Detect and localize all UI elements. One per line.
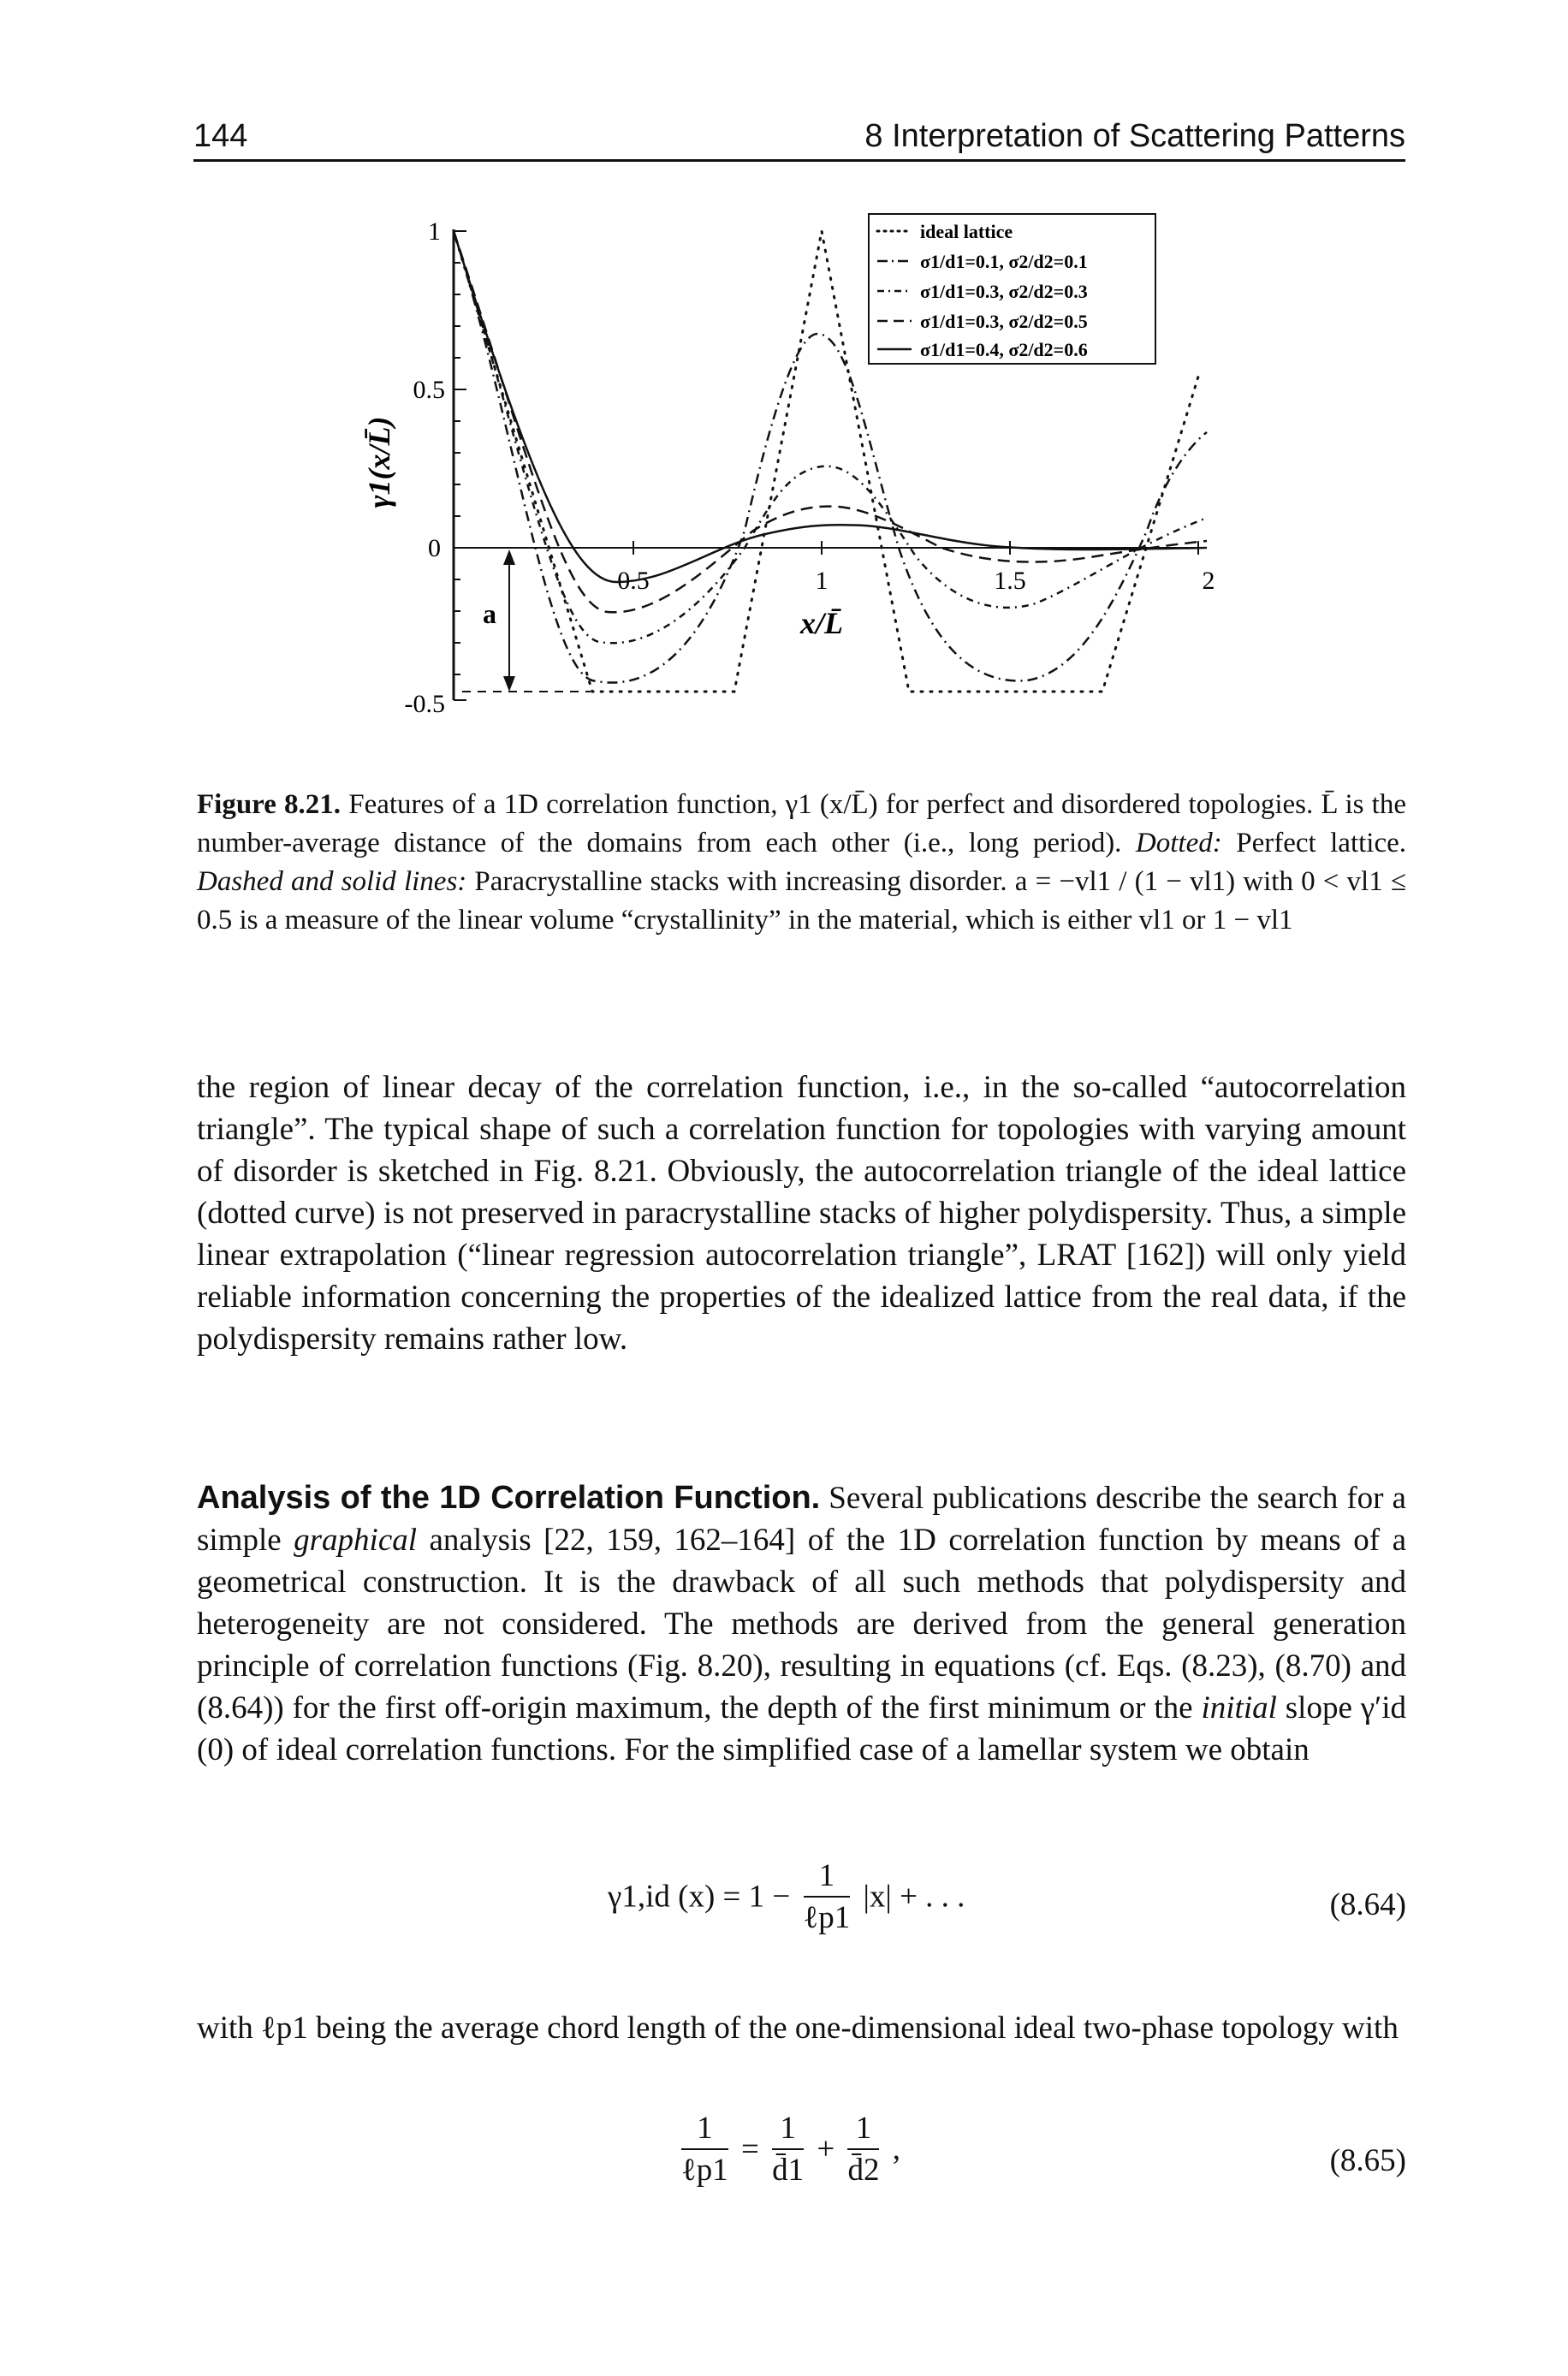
x-tick-2: 2 bbox=[1203, 567, 1215, 595]
eq864-denominator: ℓp1 bbox=[803, 1900, 851, 1935]
para2-initial: initial bbox=[1201, 1690, 1277, 1726]
y-ticks bbox=[454, 230, 466, 701]
legend-item-0-3-0-5: σ1/d1=0.3, σ2/d2=0.5 bbox=[920, 311, 1088, 332]
section-heading: Analysis of the 1D Correlation Function. bbox=[197, 1480, 821, 1516]
eq865-den-left: ℓp1 bbox=[681, 2153, 728, 2188]
equation-8-65: 1 ℓp1 = 1 d̄1 + 1 d̄2 , (8.65) bbox=[197, 2110, 1406, 2213]
para2-text-2: analysis [22, 159, 162–164] of the 1D co… bbox=[197, 1523, 1406, 1726]
curve-sigma-0-1 bbox=[452, 230, 1208, 684]
y-tick-0: 0 bbox=[428, 534, 441, 562]
curve-sigma-0-3 bbox=[452, 230, 1208, 644]
equation-8-64: γ1,id (x) = 1 − 1 ℓp1 |x| + . . . (8.64) bbox=[197, 1857, 1406, 1951]
y-axis-label: γ1(x/L̄) bbox=[362, 417, 396, 508]
legend-item-ideal: ideal lattice bbox=[920, 221, 1013, 242]
eq865-fraction-b: 1 d̄2 bbox=[847, 2110, 880, 2189]
paragraph-analysis: Analysis of the 1D Correlation Function.… bbox=[197, 1477, 1406, 1771]
paragraph-autocorrelation: the region of linear decay of the correl… bbox=[197, 1070, 1406, 1357]
caption-dashed: Dashed and solid lines: bbox=[197, 866, 467, 897]
y-tick-1: 1 bbox=[428, 217, 441, 246]
running-head: 8 Interpretation of Scattering Patterns bbox=[864, 118, 1405, 154]
header-rule bbox=[193, 159, 1405, 162]
eq864-rhs: |x| + . . . bbox=[863, 1879, 965, 1915]
a-arrowhead-down bbox=[503, 676, 515, 692]
eq865-num-b: 1 bbox=[847, 2110, 880, 2150]
eq864-lhs: γ1,id (x) = 1 − bbox=[608, 1879, 791, 1915]
caption-dotted: Dotted: bbox=[1135, 828, 1222, 858]
a-label: a bbox=[483, 598, 496, 629]
eq865-den-b: d̄2 bbox=[847, 2153, 880, 2188]
para2-text-3: slope γ′id (0) of ideal correlation func… bbox=[197, 1690, 1406, 1767]
page-number: 144 bbox=[193, 118, 248, 154]
eq865-number: (8.65) bbox=[1329, 2143, 1406, 2178]
eq865-equals: = bbox=[740, 2131, 759, 2167]
eq865-num-left: 1 bbox=[681, 2110, 728, 2150]
paragraph-chord-length: with ℓp1 being the average chord length … bbox=[197, 2011, 1399, 2046]
x-tick-1: 1 bbox=[816, 567, 829, 595]
x-axis-label: x/L̄ bbox=[799, 606, 843, 640]
eq865-fraction-a: 1 d̄1 bbox=[772, 2110, 805, 2189]
eq865-comma: , bbox=[892, 2131, 900, 2167]
curve-sigma-0-3-0-5 bbox=[452, 230, 1208, 614]
legend-item-0-1: σ1/d1=0.1, σ2/d2=0.1 bbox=[920, 251, 1088, 272]
curve-sigma-0-4-0-6 bbox=[452, 230, 1208, 584]
eq864-number: (8.64) bbox=[1329, 1887, 1406, 1922]
para2-text-1: Several publications describe the search… bbox=[197, 1481, 1406, 1558]
eq864-fraction: 1 ℓp1 bbox=[803, 1857, 851, 1936]
eq864-numerator: 1 bbox=[803, 1857, 851, 1898]
y-tick-0-5: 0.5 bbox=[413, 376, 446, 404]
legend-box bbox=[868, 213, 1156, 365]
curve-ideal-lattice bbox=[452, 229, 1200, 693]
figure-caption: Figure 8.21. Features of a 1D correlatio… bbox=[197, 786, 1406, 940]
eq865-fraction-left: 1 ℓp1 bbox=[681, 2110, 728, 2189]
y-tick-minus-0-5: -0.5 bbox=[405, 690, 446, 718]
eq865-den-a: d̄1 bbox=[772, 2153, 805, 2188]
caption-text-1: Features of a 1D correlation function, γ… bbox=[197, 789, 1406, 858]
legend: ideal lattice σ1/d1=0.1, σ2/d2=0.1 σ1/d1… bbox=[868, 213, 1156, 365]
figure-8-21: 1 0.5 0 -0.5 0.5 1 1.5 2 x/L̄ γ1(x/L̄) a… bbox=[342, 205, 1250, 736]
legend-item-0-4-0-6: σ1/d1=0.4, σ2/d2=0.6 bbox=[920, 339, 1088, 360]
eq865-num-a: 1 bbox=[772, 2110, 805, 2150]
eq865-plus: + bbox=[817, 2131, 835, 2167]
a-arrowhead-up bbox=[503, 549, 515, 565]
para2-graphical: graphical bbox=[294, 1523, 418, 1558]
caption-text-2: Perfect lattice. bbox=[1221, 828, 1407, 858]
correlation-plot: 1 0.5 0 -0.5 0.5 1 1.5 2 x/L̄ γ1(x/L̄) a… bbox=[362, 213, 1215, 718]
caption-text-3: Paracrystalline stacks with increasing d… bbox=[197, 866, 1406, 936]
caption-label: Figure 8.21. bbox=[197, 789, 342, 820]
x-tick-1-5: 1.5 bbox=[994, 567, 1026, 595]
legend-item-0-3: σ1/d1=0.3, σ2/d2=0.3 bbox=[920, 281, 1088, 302]
